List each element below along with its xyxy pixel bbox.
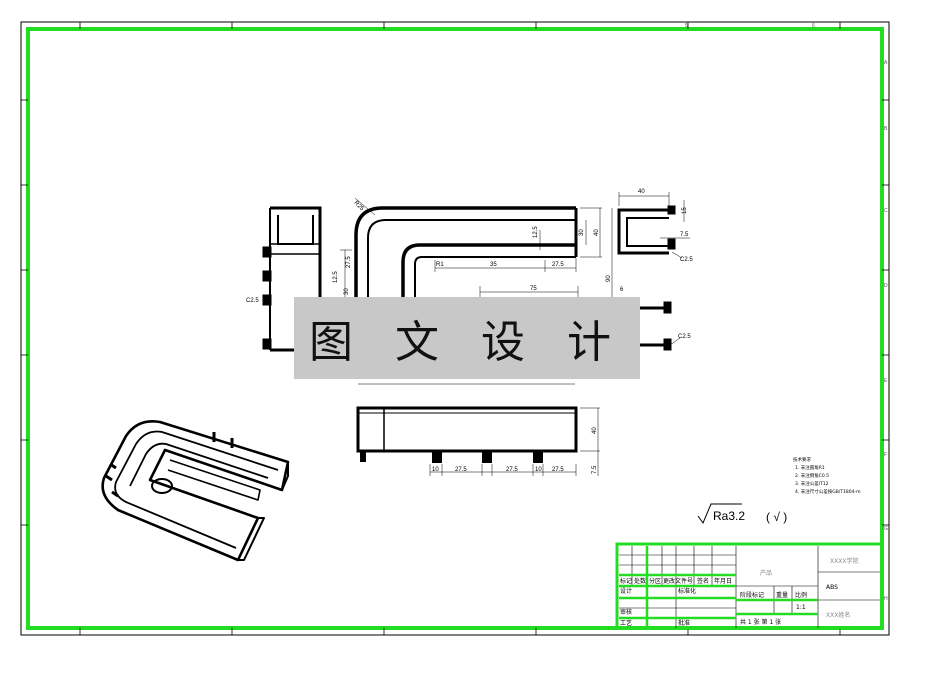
edge-letter: B: [884, 126, 888, 132]
edge-letter: C: [884, 208, 888, 214]
surface-finish-symbol: Ra3.2 ( √ ): [697, 503, 787, 525]
watermark-text: 图 文 设 计: [309, 317, 625, 368]
edge-letter: D: [884, 283, 888, 289]
dimension-label: 27.5: [552, 262, 564, 268]
note-item: 1. 未注圆角R1: [795, 464, 825, 471]
design-label: 设计: [620, 587, 632, 595]
dimension-label: 7.5: [680, 232, 689, 238]
sheet-count: 共 1 张 第 1 张: [740, 618, 781, 626]
row-label: 标记: [620, 577, 632, 585]
dimension-label: 27.5: [552, 467, 564, 473]
dimension-label: 27.5: [346, 256, 352, 268]
dimension-label: C2.5: [680, 257, 693, 263]
row-label: 年月日: [714, 577, 732, 585]
material: ABS: [826, 584, 838, 591]
side-view-dim-labels: 40 15 7.5 C2.5 C2.5 6: [620, 189, 693, 340]
note-item: 4. 未注尺寸公差按GB/T1804-m: [795, 488, 861, 495]
surface-finish-value: Ra3.2: [713, 509, 745, 523]
front-view-dim-labels: R25 30 40 90 12.5 27.5 35 27.5 R1 12.5 3…: [333, 200, 612, 295]
row-label: 更改文件号: [663, 577, 693, 585]
bottom-view-dimensions: [429, 407, 600, 476]
dimension-label: 40: [592, 427, 598, 434]
dimension-label: 7.5: [592, 465, 598, 474]
dimension-label: 12.5: [533, 226, 539, 238]
row-label: 分区: [649, 577, 661, 585]
dimension-label: 40: [594, 229, 600, 236]
edge-number: 5: [685, 23, 688, 29]
front-view-dimensions: [340, 197, 613, 385]
dimension-label: R1: [436, 262, 444, 268]
approve-label: 批准: [678, 619, 690, 627]
dimension-label: 30: [344, 288, 350, 295]
title-block: [615, 542, 884, 630]
edge-letter: A: [884, 60, 888, 66]
dimension-label: 27.5: [455, 467, 467, 473]
dimension-label: 35: [490, 262, 497, 268]
edge-letter: E: [884, 378, 888, 384]
watermark-banner: 图 文 设 计: [294, 297, 640, 379]
process-label: 工艺: [620, 619, 632, 627]
ratio-label: 比例: [795, 591, 807, 599]
standardize-label: 标准化: [678, 587, 696, 595]
scale-value: 1:1: [796, 604, 806, 611]
front-view: [354, 206, 578, 300]
technical-notes: 技术要求 1. 未注圆角R1 2. 未注倒角C0.5 3. 未注公差IT12 4…: [793, 456, 861, 495]
dimension-label: 30: [579, 229, 585, 236]
dimension-label: 10: [432, 467, 439, 473]
edge-number: 6: [812, 23, 815, 29]
edge-letter: G: [884, 526, 888, 532]
dimension-label: 90: [606, 275, 612, 282]
side-view-dimensions: [618, 192, 690, 346]
notes-title: 技术要求: [793, 456, 811, 463]
bottom-view-dim-labels: 40 7.5 10 27.5 27.5 10 27.5: [432, 427, 598, 474]
isometric-view: [101, 420, 290, 562]
title-block-text: XXXX学院 产品 ABS XXX姓名 1:1 标记 处数 分区 更改文件号 签…: [620, 557, 858, 627]
bottom-view: [356, 406, 578, 463]
edge-letter: H: [884, 596, 888, 602]
weight-label: 重量: [776, 591, 788, 599]
dimension-label: R25: [353, 200, 365, 212]
side-view: [617, 205, 676, 255]
dimension-label: C2.5: [246, 298, 259, 304]
surface-finish-suffix: ( √ ): [766, 510, 787, 524]
row-label: 签名: [697, 577, 709, 585]
dimension-label: 6: [620, 287, 624, 293]
stage-mark-label: 阶段标记: [740, 591, 764, 599]
dimension-label: 27.5: [506, 467, 518, 473]
company-name: XXXX学院: [830, 557, 858, 565]
edge-letter: F: [884, 452, 887, 458]
note-item: 3. 未注公差IT12: [795, 480, 829, 487]
dimension-label: C2.5: [678, 334, 691, 340]
side-view-right-stub: [640, 301, 672, 351]
outer-border: [20, 21, 890, 636]
green-frame: [26, 27, 884, 630]
dimension-label: 10: [535, 467, 542, 473]
dimension-label: 75: [530, 286, 537, 292]
review-label: 审核: [620, 608, 632, 616]
note-item: 2. 未注倒角C0.5: [795, 472, 829, 479]
drawer-name: XXX姓名: [826, 611, 850, 619]
dimension-label: 12.5: [333, 271, 339, 283]
edge-labels: 5 6 A B C D E F G H: [685, 23, 888, 602]
dimension-label: 40: [638, 189, 645, 195]
product-name: 产品: [760, 569, 772, 577]
dimension-label: 15: [682, 207, 688, 214]
row-label: 处数: [634, 577, 646, 585]
